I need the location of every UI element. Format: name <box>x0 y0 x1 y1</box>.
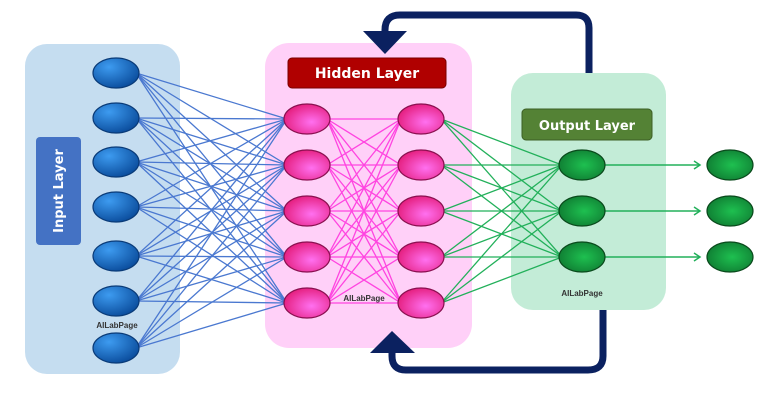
edge-input-hidden <box>135 118 288 163</box>
edge-hidden-hidden <box>326 164 402 304</box>
edge-hidden-hidden <box>326 118 402 304</box>
neurons <box>92 57 754 364</box>
final-output-neuron <box>706 241 754 273</box>
edge-input-hidden <box>135 164 288 349</box>
edge-hidden-output <box>440 164 563 258</box>
final-output-neuron <box>706 195 754 227</box>
edge-hidden-output <box>440 256 563 304</box>
watermark: AILabPage <box>561 289 603 298</box>
edge-hidden-hidden <box>326 210 402 304</box>
final-output-neuron <box>706 149 754 181</box>
hidden-neuron <box>283 241 331 273</box>
output-layer-title: Output Layer <box>539 119 636 134</box>
output-neuron <box>558 195 606 227</box>
feedback-arrow-bottom <box>388 310 607 374</box>
input-layer-label: Input Layer <box>36 137 81 245</box>
edge-hidden-hidden <box>326 256 402 304</box>
edge-input-hidden <box>135 210 288 349</box>
edge-input-hidden <box>135 118 288 257</box>
edge-hidden-output <box>440 164 563 212</box>
hidden-neuron <box>283 195 331 227</box>
watermark: AILabPage <box>343 294 385 303</box>
edge-input-hidden <box>135 164 288 208</box>
hidden-neuron <box>397 149 445 181</box>
hidden-neuron <box>283 149 331 181</box>
edge-hidden-hidden <box>326 118 402 258</box>
edge-hidden-hidden <box>326 118 402 166</box>
edge-input-hidden <box>135 302 288 349</box>
input-neuron <box>92 285 140 317</box>
arrowhead-up-icon <box>370 331 415 353</box>
edge-input-hidden <box>135 206 288 304</box>
output-neuron <box>558 241 606 273</box>
output-layer-label: Output Layer <box>521 108 653 141</box>
input-layer-title: Input Layer <box>52 149 67 233</box>
hidden-neuron <box>397 195 445 227</box>
edge-input-hidden <box>135 256 288 349</box>
hidden-neuron <box>397 241 445 273</box>
hidden-layer-title: Hidden Layer <box>315 66 419 82</box>
input-neuron <box>92 102 140 134</box>
connections <box>135 72 702 349</box>
input-neuron <box>92 332 140 364</box>
hidden-neuron <box>283 287 331 319</box>
arrowhead-right-icon <box>693 206 702 216</box>
edge-hidden-output <box>440 118 563 166</box>
watermark: AILabPage <box>96 321 138 330</box>
input-neuron <box>92 57 140 89</box>
hidden-neuron <box>397 103 445 135</box>
hidden-neuron <box>283 103 331 135</box>
edge-hidden-output <box>440 164 563 304</box>
arrowhead-right-icon <box>693 160 702 170</box>
edge-hidden-hidden <box>326 118 402 212</box>
edge-input-hidden <box>135 117 288 120</box>
feedback-arrow-top <box>381 11 593 73</box>
input-neuron <box>92 191 140 223</box>
input-neuron <box>92 146 140 178</box>
hidden-neuron <box>397 287 445 319</box>
output-neuron <box>558 149 606 181</box>
arrowhead-down-icon <box>363 31 407 54</box>
edge-input-hidden <box>135 206 288 258</box>
edge-hidden-output <box>440 210 563 304</box>
arrowhead-right-icon <box>693 252 702 262</box>
hidden-layer-label: Hidden Layer <box>287 57 447 89</box>
edge-input-hidden <box>135 118 288 208</box>
edge-input-hidden <box>135 118 288 349</box>
input-neuron <box>92 240 140 272</box>
edge-input-hidden <box>135 118 288 302</box>
edge-input-hidden <box>135 72 288 120</box>
